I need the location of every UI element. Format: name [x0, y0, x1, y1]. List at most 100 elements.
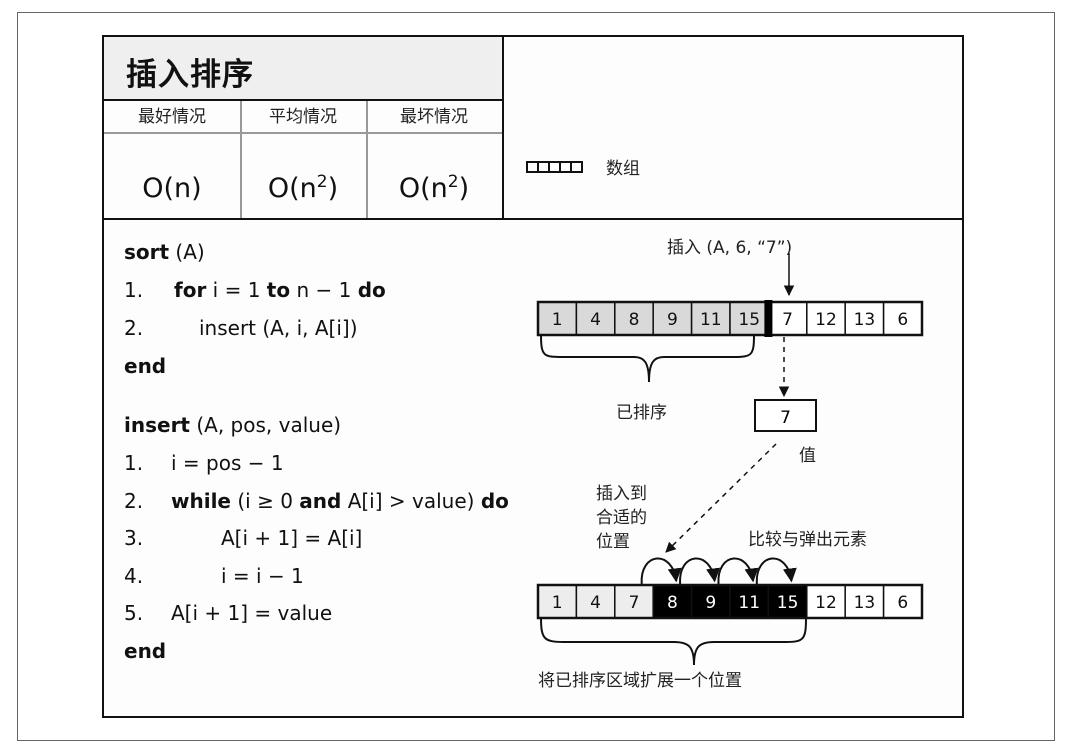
line-number: 5.	[124, 601, 144, 625]
array-icon	[526, 161, 583, 173]
array-cell: 8	[614, 301, 654, 336]
code-line: insert (A, pos, value)	[124, 413, 341, 437]
best-case-label: 最好情况	[104, 101, 240, 134]
column-divider	[366, 101, 368, 218]
keyword: insert	[124, 413, 190, 437]
array-cell-value: 1	[552, 593, 563, 613]
keyword: to	[266, 278, 291, 302]
keyword: and	[299, 488, 342, 513]
array-cell: 4	[575, 301, 616, 336]
line-number: 1.	[124, 451, 144, 475]
array-cell-value: 7	[782, 310, 793, 330]
array-cell: 7	[767, 301, 808, 336]
keyword: for	[174, 278, 207, 302]
array-cell-box	[806, 584, 846, 619]
shift-arc-arrow	[640, 557, 682, 585]
best-case-complexity: O(n)	[142, 173, 202, 204]
worst-case-label: 最坏情况	[366, 101, 502, 134]
worst-case-complexity: O(n2)	[398, 172, 470, 204]
array-cell-value: 1	[552, 310, 563, 330]
array-cell: 1	[537, 584, 578, 619]
legend-label: 数组	[606, 159, 640, 179]
array-cell: 15	[767, 584, 808, 619]
array-border	[536, 300, 924, 337]
array-cell: 1	[537, 301, 578, 336]
average-case-label: 平均情况	[240, 101, 366, 134]
line-number: 1.	[124, 278, 144, 302]
card-title: 插入排序	[126, 57, 254, 93]
shift-arc-arrow	[679, 557, 721, 585]
compare-label: 比较与弹出元素	[748, 530, 867, 550]
array-cell-value: 6	[897, 310, 908, 330]
insert-label-line: 合适的	[596, 508, 647, 528]
code-line: end	[124, 639, 166, 663]
code-text: i = pos − 1	[171, 451, 284, 475]
line-number: 2.	[124, 488, 144, 513]
array-cell-value: 4	[590, 593, 601, 613]
array-cell-value: 12	[815, 593, 837, 613]
array-cell: 6	[882, 584, 923, 619]
keyword: while	[171, 488, 231, 513]
value-box	[754, 399, 817, 432]
sorted-boundary-marker	[764, 300, 773, 337]
insert-label-line: 位置	[596, 532, 630, 552]
code-text: A[i + 1] = value	[171, 601, 333, 625]
complexity-exponent: 2	[447, 172, 459, 192]
shift-arc-arrow	[717, 557, 759, 585]
array-cell-box	[844, 584, 885, 619]
call-label: 插入 (A, 6, “7”)	[667, 238, 793, 258]
insert-position-label: 插入到 合适的 位置	[596, 482, 647, 554]
code-text: i = 1	[206, 278, 267, 302]
array-cell-value: 15	[738, 310, 760, 330]
code-line: for i = 1 to n − 1 do	[174, 278, 386, 302]
array-cell-value: 15	[777, 593, 799, 613]
shift-arc-arrow	[755, 557, 797, 585]
insertion-sort-card: 插入排序 最好情况 平均情况 最坏情况 O(n) O(n2) O(n2) 数组 …	[102, 35, 964, 718]
code-text: insert (A, i, A[i])	[199, 316, 358, 340]
title-row: 插入排序	[104, 37, 502, 101]
array-cell-box	[690, 584, 731, 619]
code-line: A[i + 1] = A[i]	[221, 526, 362, 550]
array-cell: 6	[882, 301, 923, 336]
sorted-label: 已排序	[616, 403, 667, 423]
code-text: A[i] > value)	[341, 488, 481, 513]
array-cell-value: 9	[667, 310, 678, 330]
array-cell-box	[844, 301, 885, 336]
code-line: A[i + 1] = value	[171, 601, 332, 625]
insert-label-line: 插入到	[596, 484, 647, 504]
complexity-base: O(n	[142, 173, 192, 204]
line-number: 3.	[124, 526, 144, 550]
complexity-table: 插入排序 最好情况 平均情况 最坏情况 O(n) O(n2) O(n2)	[104, 37, 504, 218]
code-line: sort (A)	[124, 240, 205, 264]
line-number: 2.	[124, 316, 144, 340]
average-case-complexity: O(n2)	[267, 172, 339, 204]
array-border	[536, 583, 924, 620]
array-cell-value: 11	[700, 310, 722, 330]
code-text: (A, pos, value)	[190, 413, 342, 437]
keyword: do	[357, 278, 386, 302]
code-line: insert (A, i, A[i])	[199, 316, 358, 340]
line-number: 4.	[124, 563, 144, 588]
array-cell: 13	[844, 301, 885, 336]
extend-label: 将已排序区域扩展一个位置	[538, 671, 742, 691]
code-text: i = i − 1	[221, 563, 304, 588]
code-text: (i ≥ 0	[231, 488, 300, 513]
keyword: end	[124, 639, 167, 663]
array-cell-value: 9	[705, 593, 716, 613]
array-cell-box	[575, 584, 616, 619]
array-cell: 11	[729, 584, 770, 619]
code-line: while (i ≥ 0 and A[i] > value) do	[171, 489, 509, 513]
keyword: sort	[124, 240, 170, 264]
header-divider	[104, 218, 962, 220]
array-cell-box	[767, 584, 808, 619]
array-cell: 7	[614, 584, 654, 619]
array-cell: 4	[575, 584, 616, 619]
array-cell-value: 7	[629, 593, 640, 613]
sorted-brace	[540, 334, 755, 383]
extend-brace	[540, 617, 807, 666]
array-cell: 12	[806, 301, 846, 336]
shift-arcs	[640, 557, 797, 585]
